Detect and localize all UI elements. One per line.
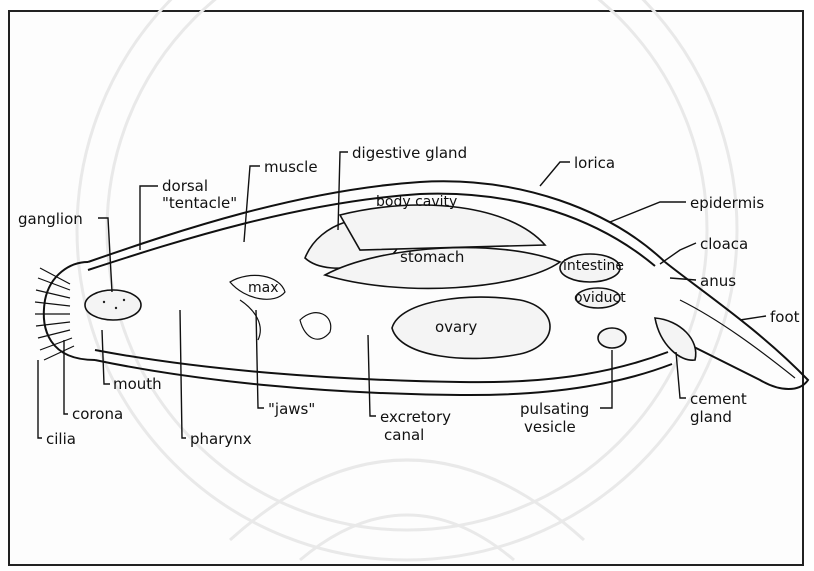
muscle-text: muscle: [264, 158, 318, 176]
label-muscle: muscle: [244, 158, 318, 242]
excretory-canal-text-1: excretory: [380, 408, 451, 426]
pulsating-vesicle-text-1: pulsating: [520, 400, 589, 418]
label-ovary: ovary: [435, 318, 477, 336]
label-body-cavity: body cavity: [376, 194, 457, 210]
label-cilia: cilia: [38, 360, 76, 448]
ganglion-organ: [85, 290, 141, 320]
pulsating-vesicle-text-2: vesicle: [524, 418, 576, 436]
label-lorica: lorica: [540, 154, 615, 186]
pharynx-text: pharynx: [190, 430, 252, 448]
stomach-text: stomach: [400, 248, 464, 266]
anus-text: anus: [700, 272, 736, 290]
cement-gland-text-2: gland: [690, 408, 732, 426]
mouth-text: mouth: [113, 375, 162, 393]
cilia-text: cilia: [46, 430, 76, 448]
label-cement-gland: cement gland: [676, 352, 747, 426]
foot-text: foot: [770, 308, 800, 326]
label-oviduct: oviduct: [574, 290, 626, 306]
ovary-text: ovary: [435, 318, 477, 336]
jaws-text: "jaws": [268, 400, 315, 418]
label-foot: foot: [740, 308, 800, 326]
corona-text: corona: [72, 405, 123, 423]
lorica-text: lorica: [574, 154, 615, 172]
label-epidermis: epidermis: [610, 194, 764, 222]
intestine-text: intestine: [563, 258, 624, 274]
ganglion-text: ganglion: [18, 210, 83, 228]
excretory-canal-text-2: canal: [384, 426, 424, 444]
dorsal-tentacle-text-2: "tentacle": [162, 194, 237, 212]
label-intestine: intestine: [563, 258, 624, 274]
label-stomach: stomach: [400, 248, 464, 266]
mastax-organ: [230, 275, 331, 340]
oviduct-text: oviduct: [574, 290, 626, 306]
label-ganglion: ganglion: [18, 210, 112, 292]
label-mastax: max: [248, 280, 279, 296]
cement-gland-text-1: cement: [690, 390, 747, 408]
dorsal-tentacle-text-1: dorsal: [162, 177, 208, 195]
body-cavity-organ: [340, 205, 545, 250]
label-mouth: mouth: [102, 330, 162, 393]
pulsating-vesicle-organ: [598, 328, 626, 348]
mastax-text: max: [248, 280, 279, 296]
epidermis-text: epidermis: [690, 194, 764, 212]
body-cavity-text: body cavity: [376, 194, 457, 210]
label-jaws: "jaws": [256, 310, 315, 418]
digestive-gland-text: digestive gland: [352, 144, 467, 162]
cloaca-text: cloaca: [700, 235, 748, 253]
